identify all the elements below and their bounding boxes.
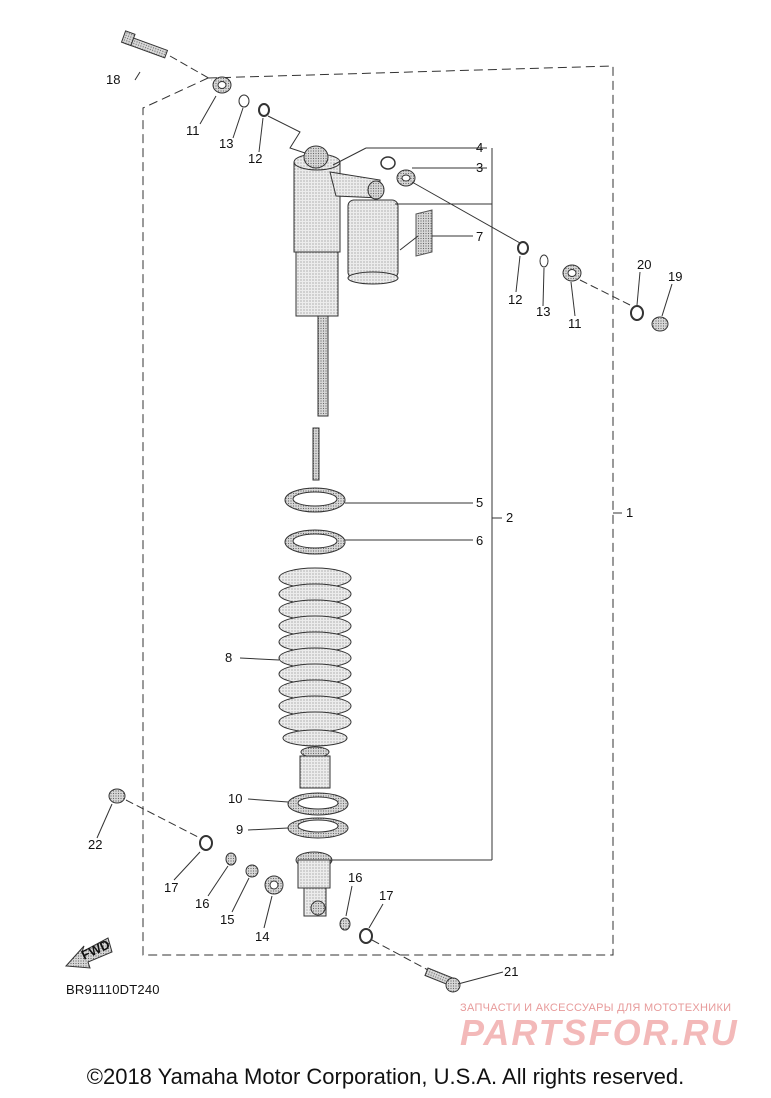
callout-13b: 13 [536,304,550,319]
callout-labels: 18 11 13 12 4 3 7 12 13 11 20 19 5 2 1 6… [88,72,682,979]
callout-5: 5 [476,495,483,510]
callout-16a: 16 [195,896,209,911]
fwd-arrow-icon: FWD [64,937,113,969]
adjuster-ring-5 [284,487,346,513]
seal-13-top [238,94,250,108]
callout-16b: 16 [348,870,362,885]
bushing-3 [396,169,416,187]
callout-17a: 17 [164,880,178,895]
collar-11-top [212,76,232,94]
oring-4 [380,156,396,170]
callout-6: 6 [476,533,483,548]
collar-15 [245,864,259,878]
leader-lines [96,71,673,985]
copyright-notice: ©2018 Yamaha Motor Corporation, U.S.A. A… [86,1064,685,1089]
nut-22 [108,788,126,804]
watermark-brand: PARTSFOR.RU [460,1012,739,1053]
seal-16-left [225,852,237,866]
watermark-tagline: ЗАПЧАСТИ И АКСЕССУАРЫ ДЛЯ МОТОТЕХНИКИ [460,1002,732,1014]
callout-20: 20 [637,257,651,272]
locknut-6 [284,529,346,555]
lower-mount [295,851,333,917]
nut-19 [651,316,669,332]
callout-1: 1 [626,505,633,520]
assembly-boundary [142,65,614,956]
callout-4: 4 [476,140,483,155]
callout-15: 15 [220,912,234,927]
callout-17b: 17 [379,888,393,903]
seal-13-right [539,254,549,268]
callout-12b: 12 [508,292,522,307]
callout-19: 19 [668,269,682,284]
callout-2: 2 [506,510,513,525]
collar-11-right [562,264,582,282]
callout-14: 14 [255,929,269,944]
diagram-code: BR91110DT240 [66,982,160,997]
seal-16-right [339,917,351,931]
callout-10: 10 [228,791,242,806]
callout-22: 22 [88,837,102,852]
callout-13a: 13 [219,136,233,151]
bump-stopper [299,746,331,789]
callout-3: 3 [476,160,483,175]
callout-21: 21 [504,964,518,979]
spring-guide-10 [287,792,349,816]
callout-12a: 12 [248,151,262,166]
label-sticker-7 [415,209,433,257]
callout-8: 8 [225,650,232,665]
shock-absorber-body [293,145,399,417]
callout-7: 7 [476,229,483,244]
washer-17-left [199,835,213,851]
spring-8 [278,567,352,747]
washer-20 [630,305,644,321]
callout-18: 18 [106,72,120,87]
callout-11a: 11 [186,123,200,138]
rod-segment [312,427,320,481]
callout-11b: 11 [568,316,582,331]
bearing-14 [264,875,284,895]
bolt-21 [424,967,461,993]
bolt-18 [120,30,213,81]
callout-9: 9 [236,822,243,837]
washer-17-right [359,928,373,944]
spring-guide-9 [287,817,349,839]
oring-12-top [258,103,270,117]
oring-12-right [517,241,529,255]
